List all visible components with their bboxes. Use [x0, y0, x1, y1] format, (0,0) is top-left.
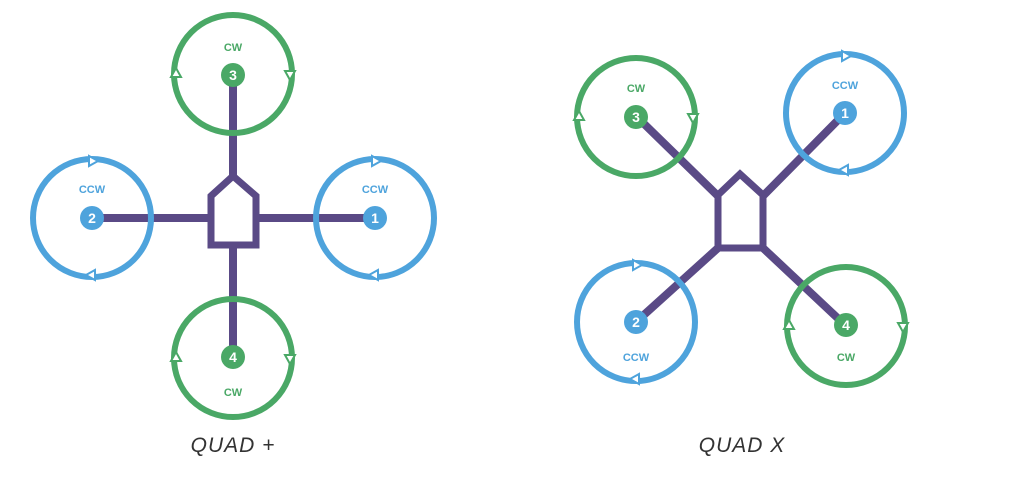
body-arrow — [207, 171, 260, 249]
motor-4: 4 CW — [782, 264, 910, 388]
motor-hub — [833, 101, 857, 125]
rotation-arrow-icon — [88, 154, 101, 168]
rotation-arrow-icon — [782, 317, 796, 330]
motor-1: CCW 1 — [783, 49, 907, 177]
motor-2: CCW 2 — [30, 154, 154, 282]
quad-x-diagram: CW 3 CCW 1 2 CCW 4 — [572, 49, 910, 457]
motor-direction: CW — [627, 83, 646, 95]
rotation-arrow-icon — [686, 113, 700, 126]
motor-direction: CCW — [623, 352, 650, 364]
motor-direction: CCW — [79, 184, 106, 196]
motor-number: 1 — [371, 210, 379, 226]
rotation-arrow-icon — [632, 258, 645, 272]
motor-hub — [624, 310, 648, 334]
arm-bottom-left — [633, 245, 721, 325]
motor-hub — [834, 313, 858, 337]
body-arrow — [714, 169, 767, 252]
rotation-arrow-icon — [283, 70, 297, 83]
rotation-arrow-icon — [169, 349, 183, 362]
rotation-arrow-icon — [371, 154, 384, 168]
rotation-arrow-icon — [283, 354, 297, 367]
motor-2: 2 CCW — [574, 258, 698, 386]
rotation-arrow-icon — [572, 108, 586, 121]
quad-plus-caption: QUAD + — [191, 434, 276, 457]
rotation-arrow-icon — [836, 163, 849, 177]
motor-hub — [363, 206, 387, 230]
quad-plus-frame — [92, 78, 374, 358]
motor-direction: CCW — [832, 80, 859, 92]
motor-hub — [221, 345, 245, 369]
motor-number: 1 — [841, 105, 849, 121]
motor-number: 3 — [229, 67, 237, 83]
motor-1: CCW 1 — [313, 154, 437, 282]
rotation-arrow-icon — [627, 372, 640, 386]
motor-hub — [624, 105, 648, 129]
quad-x-frame — [633, 111, 848, 328]
rotation-arrow-icon — [841, 49, 854, 63]
rotation-arrow-icon — [896, 322, 910, 335]
rotation-arrow-icon — [83, 268, 96, 282]
motor-direction: CW — [224, 387, 243, 399]
motor-direction: CW — [224, 42, 243, 54]
motor-direction: CW — [837, 352, 856, 364]
rotation-arrow-icon — [169, 65, 183, 78]
motor-hub — [80, 206, 104, 230]
motor-direction: CCW — [362, 184, 389, 196]
motor-3: CW 3 — [169, 12, 297, 136]
quad-plus-diagram: CW 3 CCW 2 CCW 1 4 — [30, 12, 437, 457]
quad-x-caption: QUAD X — [699, 434, 786, 457]
motor-hub — [221, 63, 245, 87]
rotation-arrow-icon — [366, 268, 379, 282]
motor-3: CW 3 — [572, 55, 700, 179]
motor-4: 4 CW — [169, 296, 297, 420]
motor-number: 2 — [88, 210, 96, 226]
motor-number: 2 — [632, 314, 640, 330]
motor-number: 3 — [632, 109, 640, 125]
motor-number: 4 — [842, 317, 850, 333]
motor-number: 4 — [229, 349, 237, 365]
